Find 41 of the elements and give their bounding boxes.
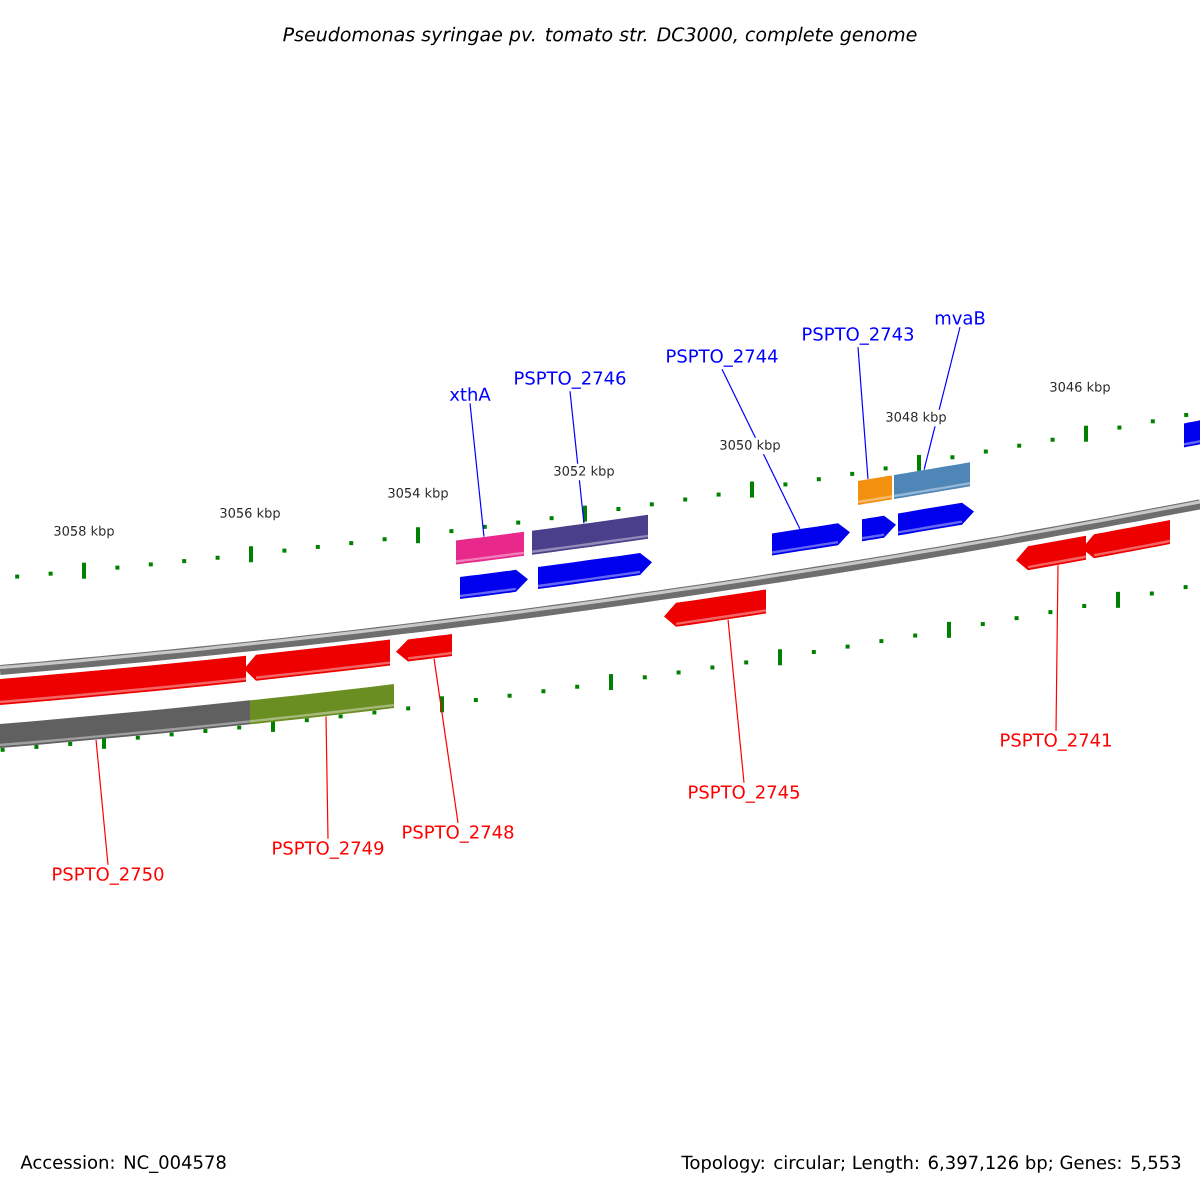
- gene-feature: [531, 514, 649, 555]
- gene-label: PSPTO_2741: [1001, 733, 1111, 751]
- gene-feature: [1183, 418, 1200, 448]
- title: Pseudomonas syringae pv. tomato str. DC3000, complete genome: [283, 26, 917, 46]
- leader-line: [325, 715, 329, 840]
- gene-feature: [459, 569, 528, 600]
- gene-label: PSPTO_2748: [403, 825, 514, 843]
- leader-line: [95, 739, 109, 866]
- leader-line: [569, 390, 585, 524]
- gene-label: PSPTO_2744: [667, 349, 778, 367]
- leader-line: [721, 368, 801, 530]
- leader-line: [923, 326, 961, 471]
- footer-text: Accession: NC_004578: [20, 1155, 226, 1173]
- gene-label: PSPTO_2746: [515, 371, 626, 389]
- gene-feature: [1016, 535, 1087, 571]
- gene-feature: [771, 523, 850, 556]
- leader-line: [727, 618, 745, 784]
- gene-label: PSPTO_2745: [689, 785, 799, 803]
- gene-feature: [861, 515, 896, 542]
- gene-feature: [249, 684, 395, 725]
- gene-feature: [664, 589, 767, 627]
- gene-feature: [897, 502, 974, 536]
- gene-feature: [893, 462, 971, 500]
- leader-line: [469, 402, 485, 538]
- gene-feature: [537, 553, 652, 589]
- gene-label: xthA: [449, 387, 491, 401]
- gene-feature: [0, 700, 251, 749]
- leader-line: [433, 658, 459, 824]
- footer-text: Topology: circular; Length: 6,397,126 bp; Genes: 5,553: [681, 1155, 1181, 1173]
- gene-label: PSPTO_2750: [53, 867, 164, 885]
- leader-line: [857, 346, 869, 480]
- gene-label: mvaB: [935, 311, 985, 325]
- gene-feature: [0, 655, 247, 706]
- gene-label: PSPTO_2743: [803, 327, 914, 345]
- gene-label: PSPTO_2749: [273, 841, 384, 859]
- gene-feature: [396, 634, 453, 662]
- gene-feature: [455, 531, 525, 565]
- gene-feature: [1082, 520, 1171, 559]
- gene-feature: [857, 475, 893, 505]
- gene-feature: [244, 639, 391, 681]
- leader-line: [1055, 564, 1059, 732]
